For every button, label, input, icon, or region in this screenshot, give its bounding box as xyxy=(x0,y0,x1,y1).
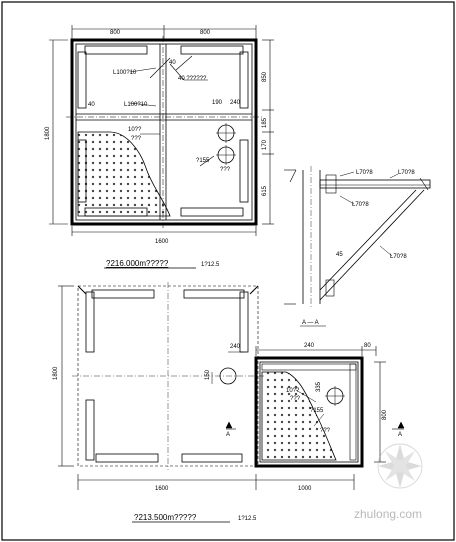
dim-right-3: 170 xyxy=(262,139,268,150)
plan-top-wall xyxy=(70,38,258,226)
section-aa-title: A — A xyxy=(302,320,319,326)
section-marker-a-right: A xyxy=(398,432,402,438)
plan-top xyxy=(49,25,274,236)
label-bottom-note-3: ??? xyxy=(320,428,331,434)
dim-left: 1800 xyxy=(45,126,51,140)
section-aa xyxy=(284,166,431,308)
plan-bottom-title: ?213.500m????? xyxy=(134,513,197,522)
label-bottom-240: 240 xyxy=(230,344,241,350)
label-bottom-335: 335 xyxy=(316,381,322,392)
plan-bottom-scale: 1?12.5 xyxy=(238,516,257,522)
label-dim-40-b: 40 xyxy=(88,102,95,108)
label-note-mid-2: ??? xyxy=(131,136,142,142)
dim-right-2: 185 xyxy=(262,117,268,128)
label-bottom-note-2: ??? xyxy=(290,396,301,402)
section-label-l2: L70?8 xyxy=(398,170,415,176)
watermark-text: zhulong.com xyxy=(354,507,422,521)
section-marker-a-left: A xyxy=(226,432,230,438)
label-dim-40-a: 40 xyxy=(169,60,176,66)
label-note-top: 40 ?????? xyxy=(178,76,207,82)
dim-right-1: 850 xyxy=(262,71,268,82)
label-diam: ?155 xyxy=(196,158,210,164)
label-angle-b: L100?10 xyxy=(124,102,148,108)
dim-top-right: 800 xyxy=(200,30,211,36)
dim-top-left: 800 xyxy=(110,30,121,36)
dim-annex-top: 240 xyxy=(304,343,315,349)
label-dim-240: 240 xyxy=(230,100,241,106)
label-bottom-diam: ?155 xyxy=(310,408,324,414)
plan-top-title: ?216.000m????? xyxy=(106,259,169,268)
watermark-logo xyxy=(377,443,423,489)
label-bottom-150: 150 xyxy=(205,369,211,380)
dim-bottom-1: 1600 xyxy=(155,486,169,492)
plan-bottom-hatch xyxy=(261,371,337,461)
section-label-45: 45 xyxy=(336,252,343,258)
dim-right-4: 615 xyxy=(262,185,268,196)
section-label-l1: L70?8 xyxy=(356,170,373,176)
section-label-l4: L70?8 xyxy=(390,254,407,260)
plan-top-scale: 1?12.5 xyxy=(201,262,220,268)
section-label-l3: L70?8 xyxy=(352,202,369,208)
label-angle-a: L100?10 xyxy=(113,70,137,76)
label-note-mid-1: 10?? xyxy=(128,127,142,133)
plan-bottom-annex-wall xyxy=(254,356,364,468)
label-note-diam: ??? xyxy=(220,167,231,173)
plan-top-hatch xyxy=(77,131,171,217)
dim-annex-gap: 80 xyxy=(364,343,371,349)
dim-annex-side: 800 xyxy=(382,409,388,420)
dim-bottom-left: 1800 xyxy=(53,366,59,380)
dim-bottom: 1600 xyxy=(155,239,169,245)
label-dim-190: 190 xyxy=(212,100,223,106)
label-bottom-note-1: 10?? xyxy=(286,388,300,394)
plan-bottom xyxy=(58,282,405,490)
dim-bottom-2: 1000 xyxy=(298,486,312,492)
